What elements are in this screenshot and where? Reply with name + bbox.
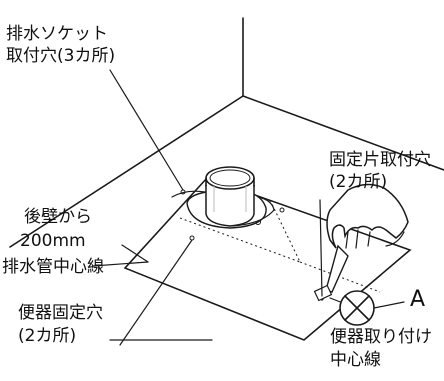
circle-x-mark-icon <box>339 290 375 326</box>
label-install-center-2: 中心線 <box>330 350 381 370</box>
label-socket-holes-1: 排水ソケット <box>6 24 108 44</box>
label-drain-center: 排水管中心線 <box>2 257 104 277</box>
fix-hole-mark-2 <box>279 207 285 213</box>
label-install-center-1: 便器取り付け <box>330 327 432 347</box>
hand-icon <box>326 183 409 249</box>
label-socket-holes-2: 取付穴(3カ所) <box>6 46 115 66</box>
leader-lines <box>92 69 405 346</box>
screwdriver-icon <box>313 244 349 302</box>
label-toilet-fix-holes-1: 便器固定穴 <box>18 303 103 323</box>
label-rear-wall-2: 200mm <box>20 231 86 251</box>
label-toilet-fix-holes-2: (2カ所) <box>18 326 76 346</box>
room-corner-lines <box>9 17 444 248</box>
label-fixing-piece-holes-2: (2カ所) <box>329 172 387 192</box>
label-rear-wall-1: 後壁から <box>24 207 92 227</box>
label-fixing-piece-holes-1: 固定片取付穴 <box>329 150 431 170</box>
drain-socket-icon <box>171 166 275 229</box>
label-marker-a: A <box>410 287 425 312</box>
